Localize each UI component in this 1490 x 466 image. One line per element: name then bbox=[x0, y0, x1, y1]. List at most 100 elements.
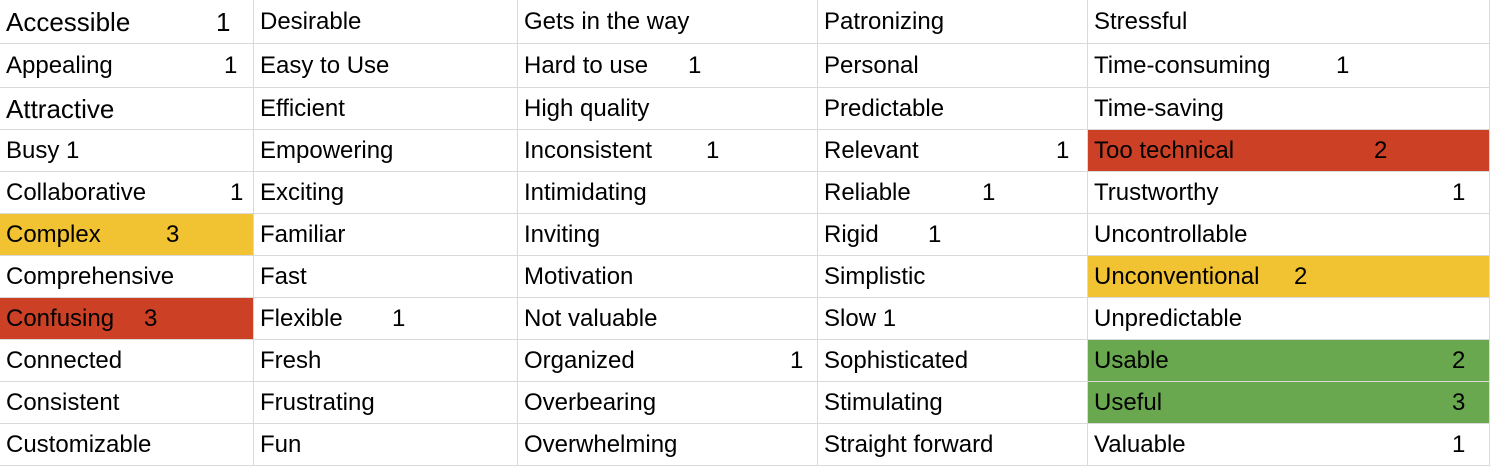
cell-count: 1 bbox=[688, 51, 702, 79]
cell[interactable]: Confusing 3 bbox=[0, 298, 254, 340]
cell[interactable]: Frustrating bbox=[254, 382, 518, 424]
cell-count: 2 bbox=[1452, 346, 1466, 374]
cell-word: Accessible bbox=[6, 6, 131, 37]
cell[interactable]: Desirable bbox=[254, 0, 518, 44]
cell-word: Reliable bbox=[824, 178, 911, 206]
cell-word: Not valuable bbox=[524, 304, 658, 332]
cell-word: Gets in the way bbox=[524, 7, 690, 35]
cell[interactable]: Sophisticated bbox=[818, 340, 1088, 382]
cell[interactable]: Connected bbox=[0, 340, 254, 382]
cell-word: Time-consuming bbox=[1094, 51, 1271, 79]
cell-word: Fresh bbox=[260, 346, 322, 374]
cell-word: Simplistic bbox=[824, 262, 926, 290]
cell[interactable]: Patronizing bbox=[818, 0, 1088, 44]
cell[interactable]: Exciting bbox=[254, 172, 518, 214]
cell[interactable]: Empowering bbox=[254, 130, 518, 172]
cell-word: Predictable bbox=[824, 94, 945, 122]
cell[interactable]: Hard to use 1 bbox=[518, 44, 818, 88]
cell-word: Useful bbox=[1094, 388, 1163, 416]
cell-count: 3 bbox=[1452, 388, 1466, 416]
cell[interactable]: Fun bbox=[254, 424, 518, 466]
cell-word: Inviting bbox=[524, 220, 601, 248]
cell[interactable]: Unpredictable bbox=[1088, 298, 1490, 340]
cell-word: Fun bbox=[260, 430, 302, 458]
cell-word: Connected bbox=[6, 346, 123, 374]
cell[interactable]: Overwhelming bbox=[518, 424, 818, 466]
cell[interactable]: Straight forward bbox=[818, 424, 1088, 466]
cell-count: 3 bbox=[144, 304, 158, 332]
cell[interactable]: Predictable bbox=[818, 88, 1088, 130]
cell-word: Usable bbox=[1094, 346, 1169, 374]
cell[interactable]: Not valuable bbox=[518, 298, 818, 340]
cell-word: Slow 1 bbox=[824, 304, 897, 332]
cell-word: Patronizing bbox=[824, 7, 945, 35]
cell-word: Flexible bbox=[260, 304, 343, 332]
cell-word: Organized bbox=[524, 346, 635, 374]
cell-word: Customizable bbox=[6, 430, 152, 458]
cell[interactable]: Consistent bbox=[0, 382, 254, 424]
cell-word: Familiar bbox=[260, 220, 346, 248]
cell[interactable]: Uncontrollable bbox=[1088, 214, 1490, 256]
cell-word: Straight forward bbox=[824, 430, 994, 458]
cell[interactable]: Useful 3 bbox=[1088, 382, 1490, 424]
cell-word: Exciting bbox=[260, 178, 345, 206]
cell[interactable]: Simplistic bbox=[818, 256, 1088, 298]
cell-word: Frustrating bbox=[260, 388, 375, 416]
cell-word: Efficient bbox=[260, 94, 345, 122]
cell[interactable]: Fast bbox=[254, 256, 518, 298]
cell[interactable]: Stimulating bbox=[818, 382, 1088, 424]
cell-word: Appealing bbox=[6, 51, 113, 79]
cell[interactable]: Comprehensive bbox=[0, 256, 254, 298]
cell[interactable]: Slow 1 bbox=[818, 298, 1088, 340]
cell[interactable]: High quality bbox=[518, 88, 818, 130]
cell[interactable]: Inviting bbox=[518, 214, 818, 256]
cell-word: Hard to use bbox=[524, 51, 649, 79]
cell[interactable]: Customizable bbox=[0, 424, 254, 466]
cell-word: Valuable bbox=[1094, 430, 1186, 458]
cell[interactable]: Intimidating bbox=[518, 172, 818, 214]
cell[interactable]: Usable 2 bbox=[1088, 340, 1490, 382]
cell-word: Relevant bbox=[824, 136, 919, 164]
cell[interactable]: Busy 1 bbox=[0, 130, 254, 172]
cell[interactable]: Efficient bbox=[254, 88, 518, 130]
cell-word: Desirable bbox=[260, 7, 362, 35]
cell[interactable]: Time-consuming 1 bbox=[1088, 44, 1490, 88]
cell-word: Stressful bbox=[1094, 7, 1188, 35]
cell[interactable]: Easy to Use bbox=[254, 44, 518, 88]
cell-word: Attractive bbox=[6, 93, 115, 124]
cell-word: Intimidating bbox=[524, 178, 647, 206]
cell[interactable]: Time-saving bbox=[1088, 88, 1490, 130]
cell[interactable]: Motivation bbox=[518, 256, 818, 298]
cell-count: 1 bbox=[1336, 51, 1350, 79]
cell-count: 2 bbox=[1294, 262, 1308, 290]
cell[interactable]: Attractive bbox=[0, 88, 254, 130]
cell-word: Stimulating bbox=[824, 388, 943, 416]
cell[interactable]: Personal bbox=[818, 44, 1088, 88]
cell[interactable]: Fresh bbox=[254, 340, 518, 382]
cell[interactable]: Gets in the way bbox=[518, 0, 818, 44]
cell[interactable]: Familiar bbox=[254, 214, 518, 256]
cell[interactable]: Overbearing bbox=[518, 382, 818, 424]
cell[interactable]: Stressful bbox=[1088, 0, 1490, 44]
cell-count: 2 bbox=[1374, 136, 1388, 164]
cell-word: Empowering bbox=[260, 136, 394, 164]
cell-word: Confusing bbox=[6, 304, 115, 332]
cell-count: 1 bbox=[1452, 178, 1466, 206]
